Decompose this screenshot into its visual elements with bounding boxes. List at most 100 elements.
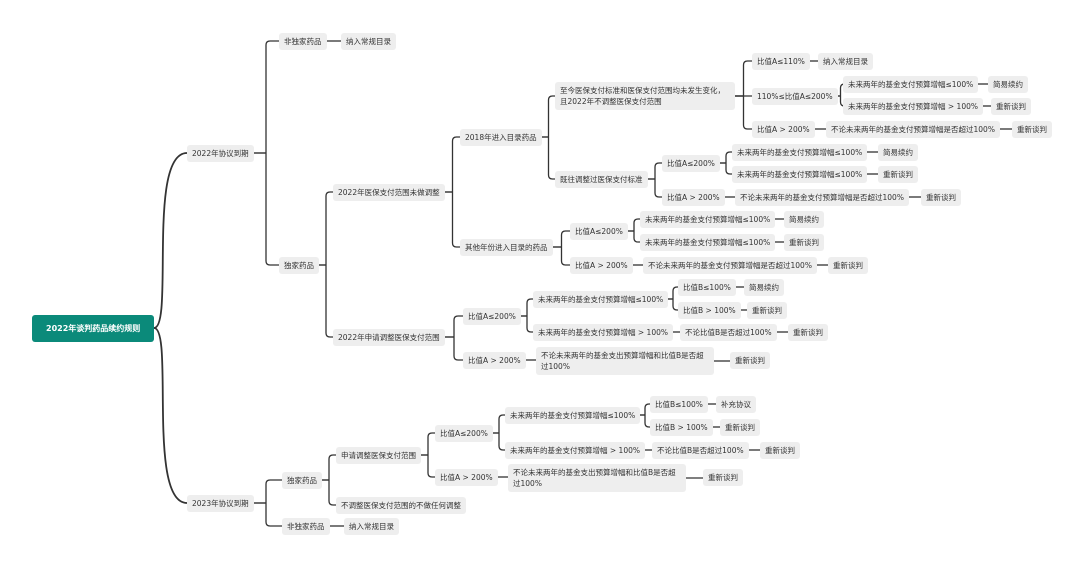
connector-d1-e1 [735,60,752,97]
mindmap-root-node[interactable]: 2022年谈判药品续约规则 [32,314,155,342]
mindmap-node-g1d[interactable]: 重新谈判 [878,165,918,183]
mindmap-node-i1f[interactable]: 未来两年的基金支付预算增幅 > 100% [533,323,673,341]
mindmap-node-l2[interactable]: 比值A > 200% [435,468,498,486]
mindmap-node-g2a[interactable]: 不论未来两年的基金支付预算增幅是否超过100% [735,188,909,206]
connector-b2-i1 [445,315,463,338]
mindmap-node-e3b[interactable]: 重新谈判 [1012,120,1052,138]
connector-j-j1 [322,454,336,481]
mindmap-node-l1e[interactable]: 重新谈判 [720,418,760,436]
mindmap-node-c1[interactable]: 2018年进入目录药品 [460,128,542,146]
mindmap-node-l1f[interactable]: 未来两年的基金支付预算增幅 > 100% [505,441,645,459]
mindmap-node-l2a[interactable]: 不论未来两年的基金支出预算增幅和比值B是否超过100% [508,464,686,492]
mindmap-node-l1h[interactable]: 重新谈判 [760,441,800,459]
connector-j1-l2 [421,454,435,478]
mindmap-node-i1[interactable]: 比值A≤200% [463,307,521,325]
mindmap-node-c2[interactable]: 其他年份进入目录的药品 [460,238,553,256]
connector-g1-g1c [720,162,732,175]
connector-n2-k [254,502,282,527]
mindmap-node-h2b[interactable]: 重新谈判 [828,256,868,274]
connector-i1-i1f [521,315,533,333]
connector-n2-j [254,479,282,504]
mindmap-node-b2[interactable]: 2022年申请调整医保支付范围 [333,328,445,346]
mindmap-node-b1[interactable]: 2022年医保支付范围未做调整 [333,183,445,201]
mindmap-node-h1b[interactable]: 简易续约 [784,210,824,228]
mindmap-node-l1a[interactable]: 未来两年的基金支付预算增幅≤100% [505,406,641,424]
mindmap-node-j1[interactable]: 申请调整医保支付范围 [336,446,421,464]
mindmap-node-h2[interactable]: 比值A > 200% [570,256,633,274]
mindmap-node-a1[interactable]: 纳入常规目录 [341,32,396,50]
connector-b-b2 [319,264,333,338]
mindmap-node-a[interactable]: 非独家药品 [279,32,327,50]
mindmap-node-g2b[interactable]: 重新谈判 [921,188,961,206]
mindmap-node-l1[interactable]: 比值A≤200% [435,424,493,442]
mindmap-node-i1b[interactable]: 比值B≤100% [678,278,736,296]
mindmap-node-j2[interactable]: 不调整医保支付范围的不做任何调整 [336,496,466,514]
connector-j-j2 [322,479,336,506]
mindmap-node-h1d[interactable]: 重新谈判 [784,233,824,251]
mindmap-node-e1[interactable]: 比值A≤110% [752,52,810,70]
mindmap-node-f2a[interactable]: 重新谈判 [991,97,1031,115]
mindmap-node-g1b[interactable]: 简易续约 [878,143,918,161]
mindmap-node-i2[interactable]: 比值A > 200% [463,351,526,369]
mindmap-node-f1[interactable]: 未来两年的基金支付预算增幅≤100% [843,75,979,93]
mindmap-node-j[interactable]: 独家药品 [282,471,322,489]
connector-d1-e3 [735,95,752,130]
mindmap-node-g1a[interactable]: 未来两年的基金支付预算增幅≤100% [732,143,868,161]
connector-i1a-i1b [668,286,678,300]
mindmap-node-g1[interactable]: 比值A≤200% [662,154,720,172]
connector-h1-h1c [628,230,640,243]
mindmap-node-l1c[interactable]: 补充协议 [716,395,756,413]
connector-c2-h2 [553,246,570,266]
mindmap-node-d1[interactable]: 至今医保支付标准和医保支付范围均未发生变化，且2022年不调整医保支付范围 [555,82,735,110]
mindmap-node-h1[interactable]: 比值A≤200% [570,222,628,240]
mindmap-node-h1c[interactable]: 未来两年的基金支付预算增幅≤100% [640,233,776,251]
mindmap-node-l1b[interactable]: 比值B≤100% [650,395,708,413]
connector-j1-l1 [421,432,435,456]
mindmap-node-i1a[interactable]: 未来两年的基金支付预算增幅≤100% [533,290,669,308]
connector-d2-g2 [648,178,662,198]
connector-b2-i2 [445,336,463,361]
mindmap-node-i2a[interactable]: 不论未来两年的基金支出预算增幅和比值B是否超过100% [536,347,714,375]
connector-l1-l1f [493,432,505,451]
connector-c2-h1 [553,230,570,248]
connector-i1-i1a [521,298,533,317]
mindmap-node-e3a[interactable]: 不论未来两年的基金支付预算增幅是否超过100% [826,120,1000,138]
mindmap-node-k[interactable]: 非独家药品 [282,517,330,535]
mindmap-node-e2[interactable]: 110%≤比值A≤200% [752,87,838,105]
mindmap-node-k1[interactable]: 纳入常规目录 [344,517,399,535]
mindmap-node-h2a[interactable]: 不论未来两年的基金支付预算增幅是否超过100% [643,256,817,274]
connector-l1a-l1d [640,414,650,428]
mindmap-node-f2[interactable]: 未来两年的基金支付预算增幅 > 100% [843,97,983,115]
mindmap-node-g1c[interactable]: 未来两年的基金支付预算增幅≤100% [732,165,868,183]
connector-c1-d2 [542,136,555,180]
mindmap-node-n1[interactable]: 2022年协议到期 [187,144,254,162]
connector-c1-d1 [542,95,555,138]
connector-b1-c2 [445,191,460,248]
mindmap-node-f1a[interactable]: 简易续约 [988,75,1028,93]
mindmap-node-e1a[interactable]: 纳入常规目录 [818,52,873,70]
mindmap-node-l2b[interactable]: 重新谈判 [703,468,743,486]
mindmap-node-i1g[interactable]: 不论比值B是否超过100% [680,323,777,341]
mindmap-node-i2b[interactable]: 重新谈判 [730,351,770,369]
mindmap-node-h1a[interactable]: 未来两年的基金支付预算增幅≤100% [640,210,776,228]
mindmap-node-i1e[interactable]: 重新谈判 [747,301,787,319]
mindmap-node-e3[interactable]: 比值A > 200% [752,120,815,138]
mindmap-node-i1c[interactable]: 简易续约 [744,278,784,296]
connector-root-n2 [153,327,188,504]
mindmap-node-d2[interactable]: 既往调整过医保支付标准 [555,170,648,188]
mindmap-node-i1h[interactable]: 重新谈判 [788,323,828,341]
connector-root-n1 [153,152,188,329]
connector-l1-l1a [493,414,505,434]
connector-h1-h1a [628,218,640,232]
mindmap-node-n2[interactable]: 2023年协议到期 [187,494,254,512]
connector-n1-a [254,40,279,154]
connector-i1a-i1d [668,298,678,311]
mindmap-node-l1d[interactable]: 比值B > 100% [650,418,713,436]
connector-d2-g1 [648,162,662,180]
mindmap-node-b[interactable]: 独家药品 [279,256,319,274]
connector-g1-g1a [720,151,732,164]
mindmap-node-i1d[interactable]: 比值B > 100% [678,301,741,319]
mindmap-node-l1g[interactable]: 不论比值B是否超过100% [652,441,749,459]
mindmap-node-g2[interactable]: 比值A > 200% [662,188,725,206]
